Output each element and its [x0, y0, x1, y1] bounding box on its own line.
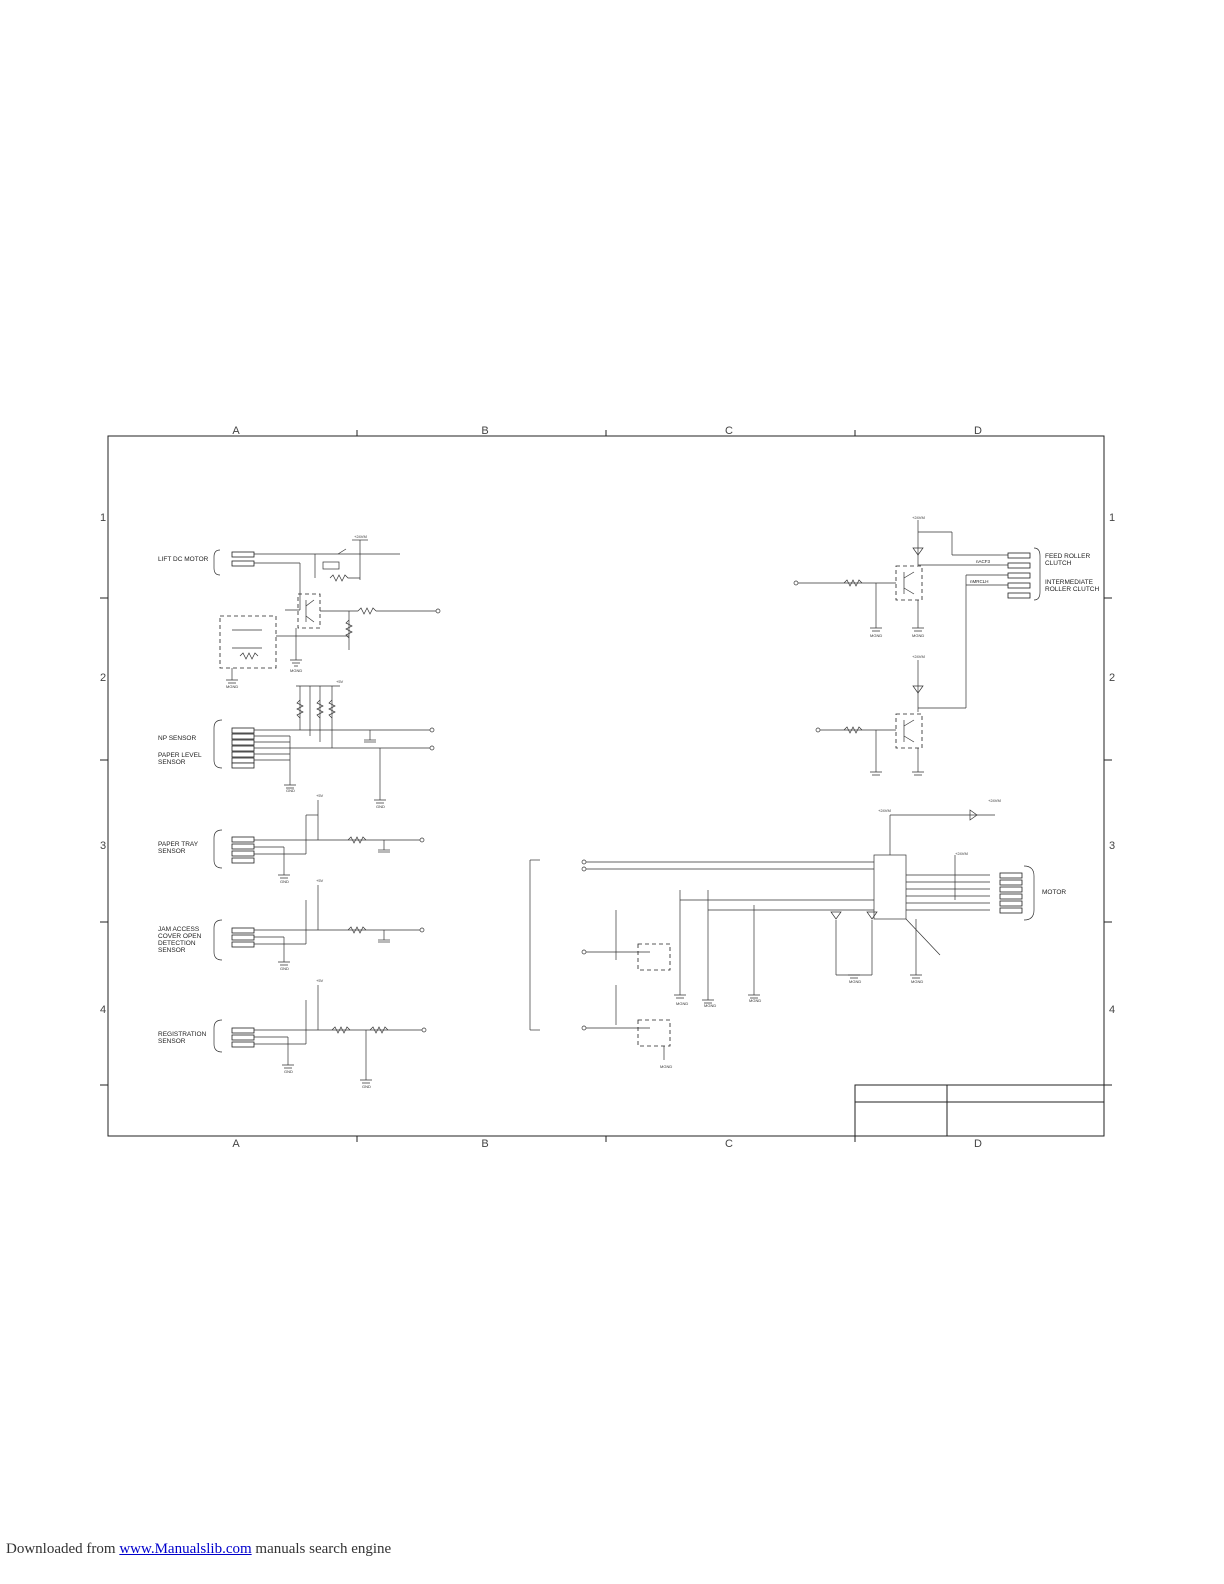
download-footer: Downloaded from www.Manualslib.com manua… — [6, 1541, 391, 1558]
gnd-label-reg2: GND — [362, 1084, 371, 1089]
grid-col-a-bottom: A — [232, 1138, 240, 1150]
registration-sensor-block — [213, 985, 427, 1084]
np-sensor-label: NP SENSOR — [158, 735, 196, 742]
title-block — [854, 1084, 1105, 1137]
lift-dc-motor-label: LIFT DC MOTOR — [158, 556, 209, 563]
grid-row-1-right: 1 — [1109, 512, 1115, 524]
paper-level-sensor-label: PAPER LEVEL SENSOR — [158, 752, 203, 766]
clutch-driver-block — [793, 520, 1041, 776]
mgnd-label-clutch1: MGND — [870, 633, 882, 638]
p24vm-rail-motor1: +24VM — [878, 808, 891, 813]
jam-access-sensor-label: JAM ACCESS COVER OPEN DETECTION SENSOR — [158, 926, 203, 954]
grid-row-1-left: 1 — [100, 512, 106, 524]
jam-access-line2: COVER OPEN — [158, 933, 202, 940]
mgnd-label-lift: MGND — [290, 668, 302, 673]
p5v-rail-reg: +5V — [316, 978, 324, 983]
footer-prefix: Downloaded from — [6, 1541, 116, 1557]
paper-tray-sensor-block — [213, 800, 425, 879]
intermediate-roller-line2: ROLLER CLUTCH — [1045, 586, 1099, 593]
grid-row-4-left: 4 — [100, 1004, 106, 1016]
grid-row-4-right: 4 — [1109, 1004, 1115, 1016]
grid-row-2-right: 2 — [1109, 672, 1115, 684]
grid-row-3-right: 3 — [1109, 840, 1115, 852]
gnd-label-np2: GND — [376, 804, 385, 809]
p24vm-rail-motor2: +24VM — [988, 798, 1001, 803]
grid-col-b-bottom: B — [481, 1138, 488, 1150]
mgnd-label-q7: MGND — [226, 684, 238, 689]
p5v-rail-tray: +5V — [316, 793, 324, 798]
jam-access-line1: JAM ACCESS — [158, 926, 200, 933]
feed-roller-line1: FEED ROLLER — [1045, 553, 1090, 560]
registration-line1: REGISTRATION — [158, 1031, 207, 1038]
p5v-rail-np: +5V — [336, 679, 344, 684]
grid-row-3-left: 3 — [100, 840, 106, 852]
p5v-rail-jam: +5V — [316, 878, 324, 883]
paper-level-sensor-line2: SENSOR — [158, 759, 186, 766]
registration-sensor-label: REGISTRATION SENSOR — [158, 1031, 208, 1045]
grid-col-c-bottom: C — [725, 1138, 733, 1150]
grid-col-c-top: C — [725, 425, 733, 437]
jam-access-line3: DETECTION — [158, 940, 196, 947]
p24vm-rail-mid: +24VM — [912, 654, 925, 659]
footer-suffix: manuals search engine — [255, 1541, 392, 1557]
np-paper-level-block — [213, 685, 435, 804]
mgnd-label-motor3: MGND — [749, 998, 761, 1003]
motor-label: MOTOR — [1042, 889, 1066, 896]
paper-level-sensor-line1: PAPER LEVEL — [158, 752, 202, 759]
p24vm-rail-top: +24VM — [912, 515, 925, 520]
gnd-label-jam: GND — [280, 966, 289, 971]
motor-driver-block — [529, 809, 1035, 1060]
nacf3-net-label: nACF3 — [976, 559, 991, 564]
p24vm-rail-lift: +24VM — [354, 534, 367, 539]
manualslib-link[interactable]: www.Manualslib.com — [119, 1541, 252, 1557]
gnd-label-reg1: GND — [284, 1069, 293, 1074]
paper-tray-sensor-line1: PAPER TRAY — [158, 841, 199, 848]
gnd-label-np1: GND — [286, 788, 295, 793]
paper-tray-sensor-label: PAPER TRAY SENSOR — [158, 841, 200, 855]
paper-tray-sensor-line2: SENSOR — [158, 848, 186, 855]
mgnd-label-motor6: MGND — [660, 1064, 672, 1069]
grid-col-d-bottom: D — [974, 1138, 982, 1150]
drawing-frame — [100, 430, 1112, 1142]
grid-row-2-left: 2 — [100, 672, 106, 684]
gnd-label-tray: GND — [280, 879, 289, 884]
intermediate-roller-clutch-label: INTERMEDIATE ROLLER CLUTCH — [1045, 579, 1099, 593]
grid-col-a-top: A — [232, 425, 240, 437]
mgnd-label-motor2: MGND — [704, 1003, 716, 1008]
lift-dc-motor-block — [213, 539, 441, 684]
nmrclh-net-label: nMRCLH — [970, 579, 989, 584]
feed-roller-clutch-label: FEED ROLLER CLUTCH — [1045, 553, 1092, 567]
mgnd-label-motor4: MGND — [849, 979, 861, 984]
jam-access-line4: SENSOR — [158, 947, 186, 954]
p24vm-rail-motor3: +24VM — [955, 851, 968, 856]
grid-col-b-top: B — [481, 425, 488, 437]
mgnd-label-motor1: MGND — [676, 1001, 688, 1006]
mgnd-label-clutch2: MGND — [912, 633, 924, 638]
jam-access-sensor-block — [213, 885, 425, 966]
intermediate-roller-line1: INTERMEDIATE — [1045, 579, 1094, 586]
grid-col-d-top: D — [974, 425, 982, 437]
mgnd-label-motor5: MGND — [911, 979, 923, 984]
feed-roller-line2: CLUTCH — [1045, 560, 1072, 567]
registration-line2: SENSOR — [158, 1038, 186, 1045]
